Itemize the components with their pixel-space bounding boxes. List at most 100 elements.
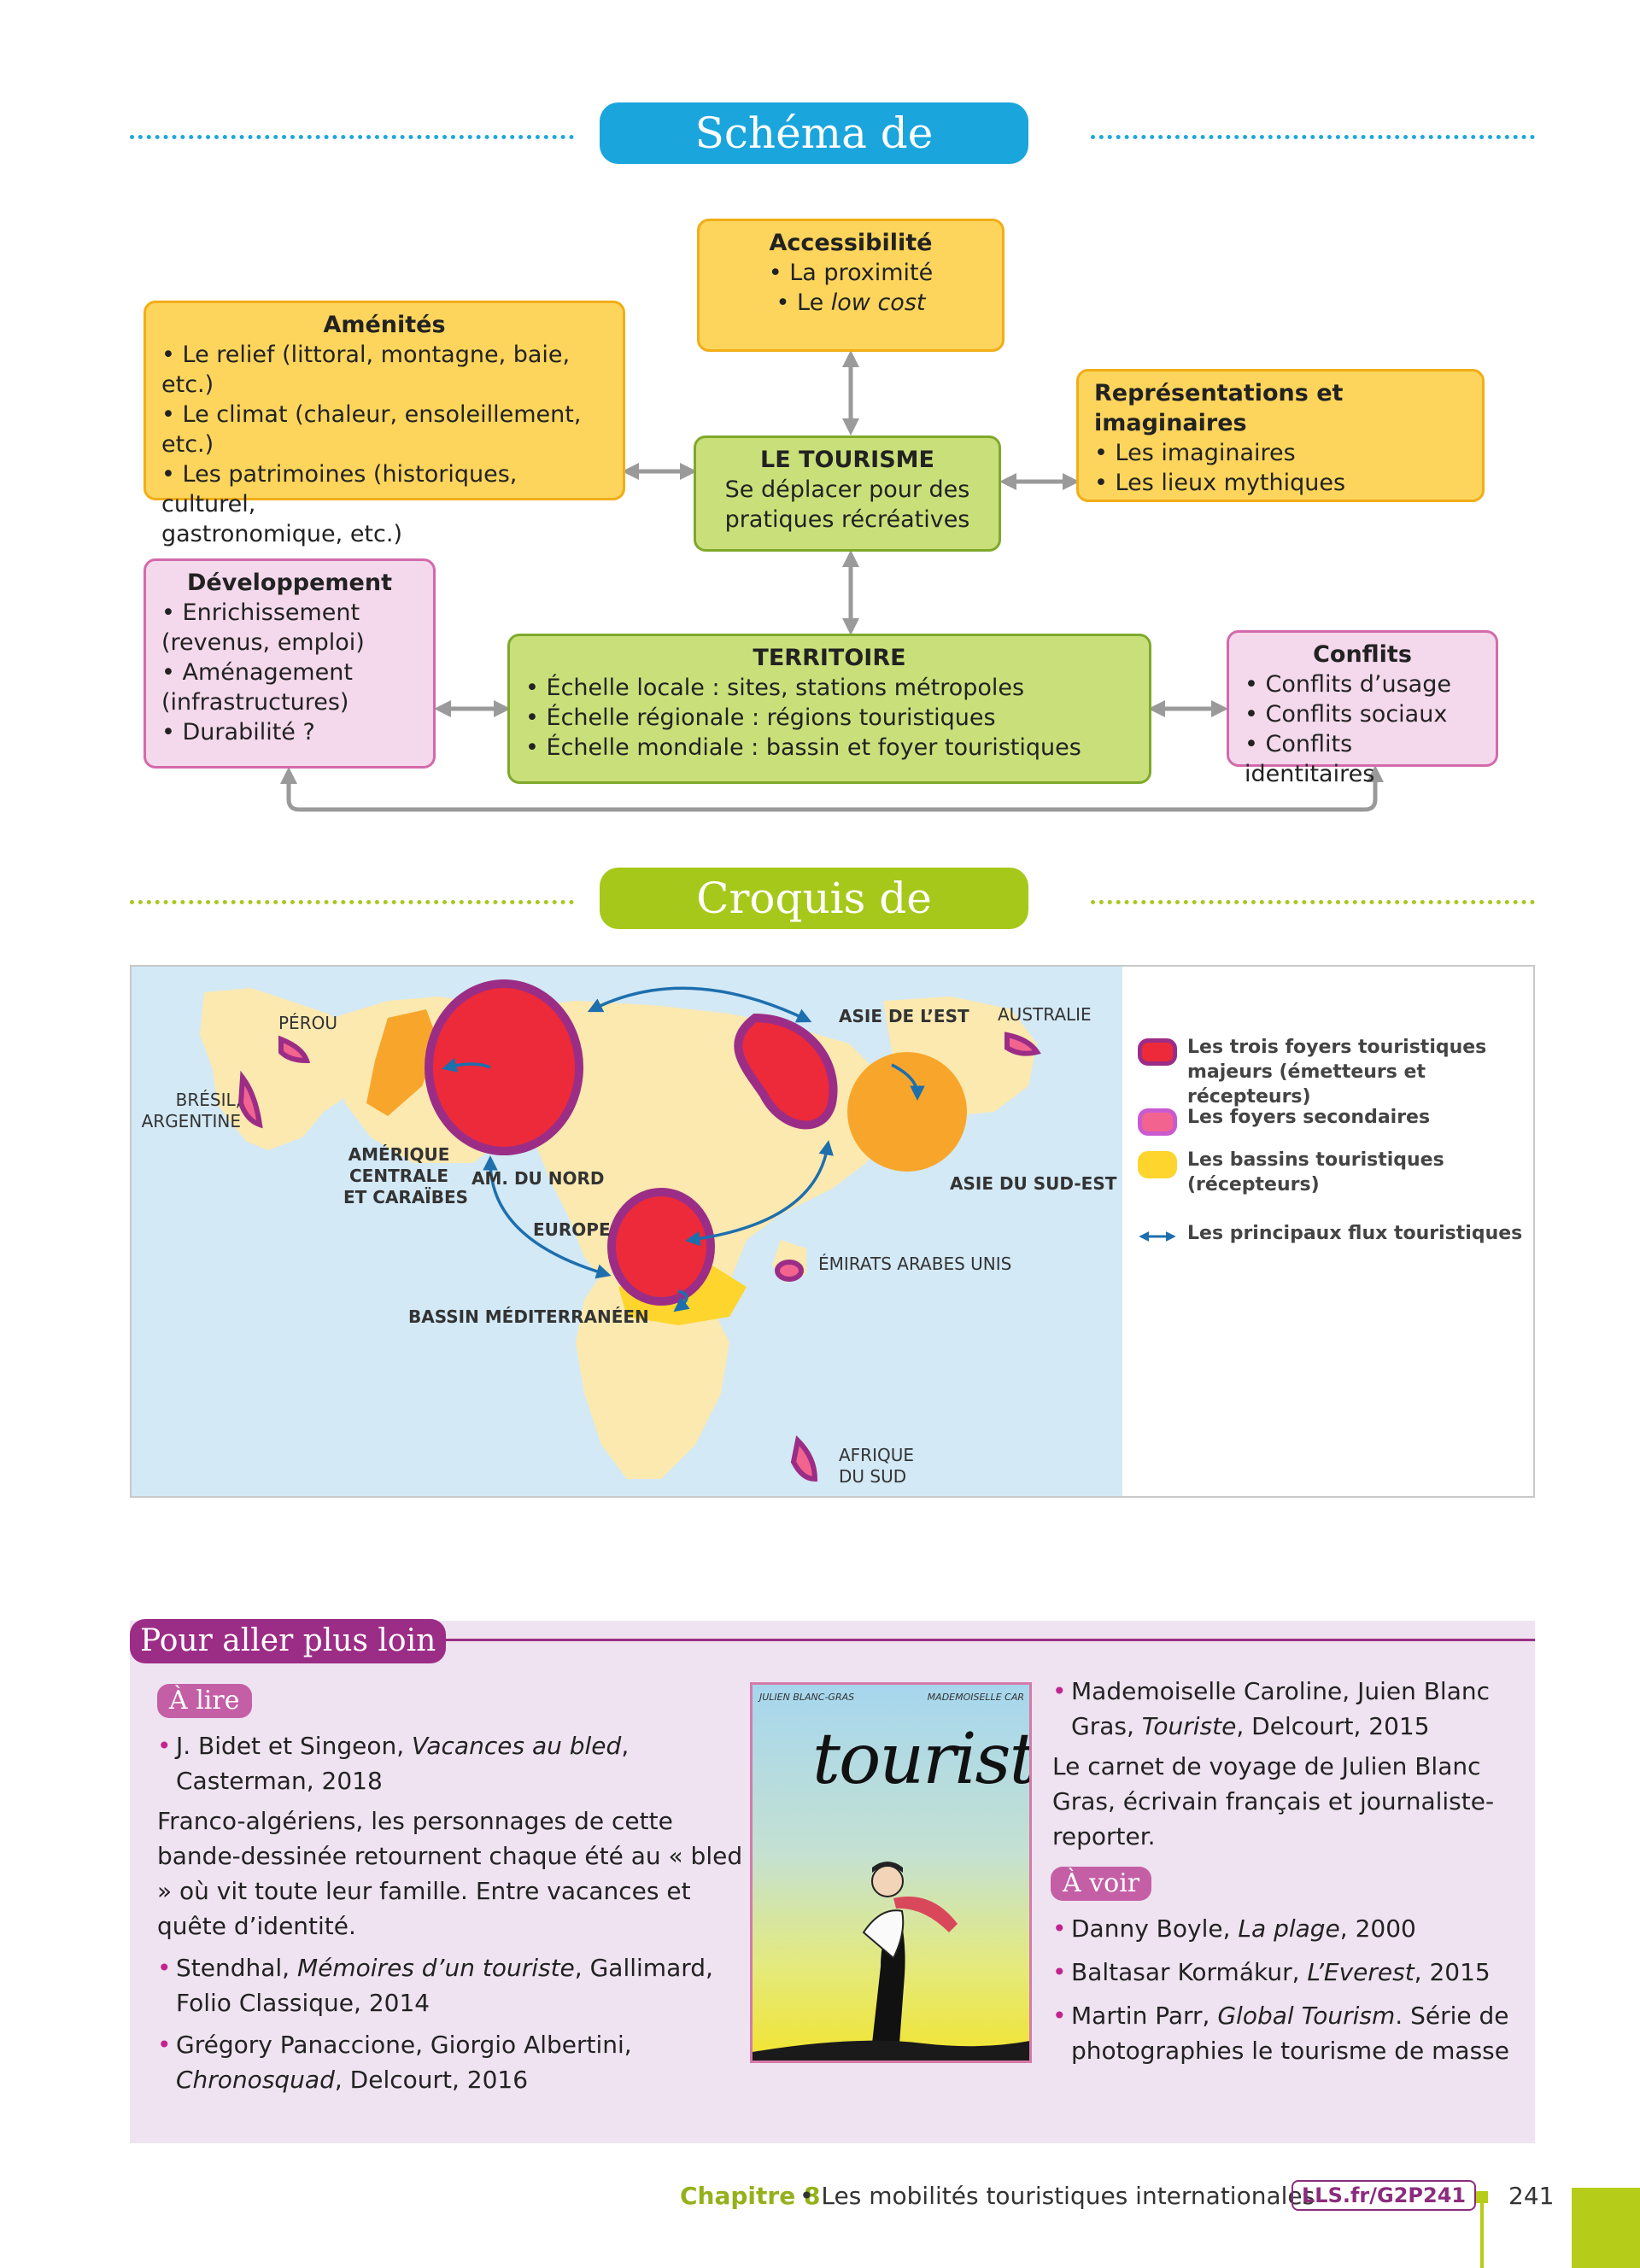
box-title: Développement <box>187 570 392 596</box>
a-lire-column: J. Bidet et Singeon, Vacances au bled, C… <box>157 1728 747 2097</box>
label-europe: EUROPE <box>533 1219 611 1240</box>
footer-vertical-bar <box>1480 2203 1484 2268</box>
legend-flow-arrow-icon <box>1139 1231 1176 1242</box>
label-asie-sud-est: ASIE DU SUD-EST <box>950 1173 1117 1194</box>
list-item-continued: (revenus, emploi) <box>161 629 365 656</box>
plus-loin-title: Pour aller plus loin <box>130 1619 447 1663</box>
plus-loin-rule <box>130 1639 1535 1641</box>
map-frame: PÉROU BRÉSIL, ARGENTINE AMÉRIQUE CENTRAL… <box>130 965 1535 1498</box>
label-am-nord: AM. DU NORD <box>472 1168 605 1189</box>
box-line: Se déplacer pour des <box>724 476 970 503</box>
cover-author-left: JULIEN BLANC-GRAS <box>759 1692 855 1703</box>
focus-am-nord <box>425 979 583 1155</box>
footer-link[interactable]: LLS.fr/G2P241 <box>1292 2180 1477 2211</box>
film-item: Martin Parr, Global Tourism. Série de ph… <box>1052 1998 1514 2068</box>
cover-author-right: MADEMOISELLE CAR <box>927 1692 1024 1703</box>
list-item: Les lieux mythiques <box>1094 468 1467 498</box>
list-item: Échelle locale : sites, stations métropo… <box>525 673 1133 703</box>
map-drawing <box>200 979 1041 1482</box>
list-item: Les imaginaires <box>1094 438 1467 468</box>
croquis-section-title: Croquis de synthèse <box>130 868 1535 985</box>
list-item: Échelle mondiale : bassin et foyer touri… <box>525 733 1133 763</box>
label-amerique-centrale: AMÉRIQUE CENTRALE ET CARAÏBES <box>343 1144 469 1207</box>
list-item: La proximité <box>715 258 987 288</box>
focus-afrique-sud <box>790 1435 818 1482</box>
focus-europe <box>607 1188 715 1306</box>
cover-illustration <box>753 1862 1029 2060</box>
list-item: Enrichissement <box>161 598 418 628</box>
list-item: Durabilité ? <box>161 717 418 747</box>
list-item: Le climat (chaleur, ensoleillement, etc.… <box>161 400 607 459</box>
legend-swatch <box>1138 1151 1177 1178</box>
legend-text: Les bassins touristiques (récepteurs) <box>1187 1149 1444 1195</box>
label-emirats: ÉMIRATS ARABES UNIS <box>818 1254 1012 1274</box>
a-lire-label: À lire <box>157 1684 252 1718</box>
footer-subtitle: • Les mobilités touristiques internation… <box>800 2182 1315 2210</box>
book-description: Franco-algériens, les personnages de cet… <box>157 1807 743 1940</box>
legend-swatch <box>1138 1108 1177 1136</box>
box-conflits: Conflits Conflits d’usage Conflits socia… <box>1227 630 1498 787</box>
secondary-foci <box>237 1032 1041 1482</box>
box-title: TERRITOIRE <box>753 645 906 671</box>
footer-chapter: Chapitre 8 <box>680 2182 821 2210</box>
book-description: Le carnet de voyage de Julien Blanc Gras… <box>1052 1752 1495 1850</box>
list-item: Le low cost <box>715 288 987 318</box>
list-item-continued: gastronomique, etc.) <box>161 521 402 547</box>
dotted-rule-right <box>1091 135 1535 139</box>
box-title: Aménités <box>323 312 446 338</box>
a-voir-label: À voir <box>1051 1867 1152 1901</box>
film-item: Danny Boyle, La plage, 2000 <box>1052 1911 1514 1946</box>
footer-corner-block <box>1572 2188 1640 2268</box>
book-item: Mademoiselle Caroline, Juien Blanc Gras,… <box>1052 1674 1514 1744</box>
list-item: Conflits d’usage <box>1245 669 1480 699</box>
box-line: pratiques récréatives <box>724 506 970 533</box>
dotted-rule-left <box>130 135 574 139</box>
box-title: Accessibilité <box>769 230 933 256</box>
a-voir-column: Danny Boyle, La plage, 2000 Baltasar Kor… <box>1052 1911 1514 2068</box>
list-item: Conflits sociaux <box>1245 699 1480 729</box>
schema-section-title: Schéma de synthèse <box>130 102 1535 219</box>
croquis-title: Croquis de synthèse <box>600 868 1028 985</box>
schema-title: Schéma de synthèse <box>600 102 1028 219</box>
list-item: Échelle régionale : régions touristiques <box>525 703 1133 733</box>
book-item: J. Bidet et Singeon, Vacances au bled, C… <box>157 1728 747 1798</box>
box-title: Conflits <box>1313 641 1412 668</box>
arrow-developpement-conflits <box>280 765 1384 812</box>
focus-bresil <box>237 1070 263 1129</box>
book-item: Grégory Panaccione, Giorgio Albertini, C… <box>157 2027 747 2097</box>
list-item-continued: (infrastructures) <box>161 689 349 716</box>
focus-australie <box>1004 1032 1041 1056</box>
focus-asie-est <box>734 1013 838 1130</box>
basin-amerique-centrale <box>366 1009 439 1116</box>
label-bassin-mediterraneen: BASSIN MÉDITERRANÉEN <box>408 1306 649 1327</box>
legend-text: Les foyers secondaires <box>1187 1107 1431 1128</box>
legend-swatch <box>1138 1038 1177 1066</box>
label-afrique-sud: AFRIQUE DU SUD <box>839 1445 914 1487</box>
legend-text: Les trois foyers touristiques majeurs (é… <box>1187 1037 1487 1108</box>
footer-square-marker <box>1476 2191 1488 2203</box>
focus-perou <box>278 1035 311 1064</box>
box-accessibilite: Accessibilité La proximité Le low cost <box>697 219 1004 352</box>
schema-connectors <box>280 350 1384 812</box>
label-perou: PÉROU <box>278 1013 337 1033</box>
list-item: Aménagement <box>161 658 418 687</box>
box-developpement: Développement Enrichissement (revenus, e… <box>144 558 436 769</box>
list-item: Les patrimoines (historiques, culturel, <box>161 459 607 519</box>
box-territoire: TERRITOIRE Échelle locale : sites, stati… <box>507 634 1151 784</box>
label-asie-est: ASIE DE L’EST <box>839 1006 969 1026</box>
cover-title: touriste <box>812 1719 1029 1800</box>
list-item: Conflits identitaires <box>1245 729 1480 789</box>
label-australie: AUSTRALIE <box>998 1004 1092 1025</box>
book-cover-image: JULIEN BLANC-GRAS MADEMOISELLE CAR touri… <box>750 1682 1032 2063</box>
a-lire-column-right: Mademoiselle Caroline, Juien Blanc Gras,… <box>1052 1674 1514 1854</box>
basin-asie-sud-est <box>847 1052 967 1172</box>
tourist-flows <box>442 986 925 1312</box>
label-bresil: BRÉSIL, ARGENTINE <box>141 1090 241 1131</box>
dotted-rule-right <box>1091 900 1535 904</box>
box-representations: Représentations et imaginaires Les imagi… <box>1076 369 1485 502</box>
focus-emirats <box>775 1260 804 1282</box>
legend-text: Les principaux flux touristiques <box>1187 1223 1523 1244</box>
box-amenites: Aménités Le relief (littoral, montagne, … <box>144 301 625 547</box>
dotted-rule-left <box>130 900 574 904</box>
box-tourisme: LE TOURISME Se déplacer pour des pratiqu… <box>694 435 1001 552</box>
